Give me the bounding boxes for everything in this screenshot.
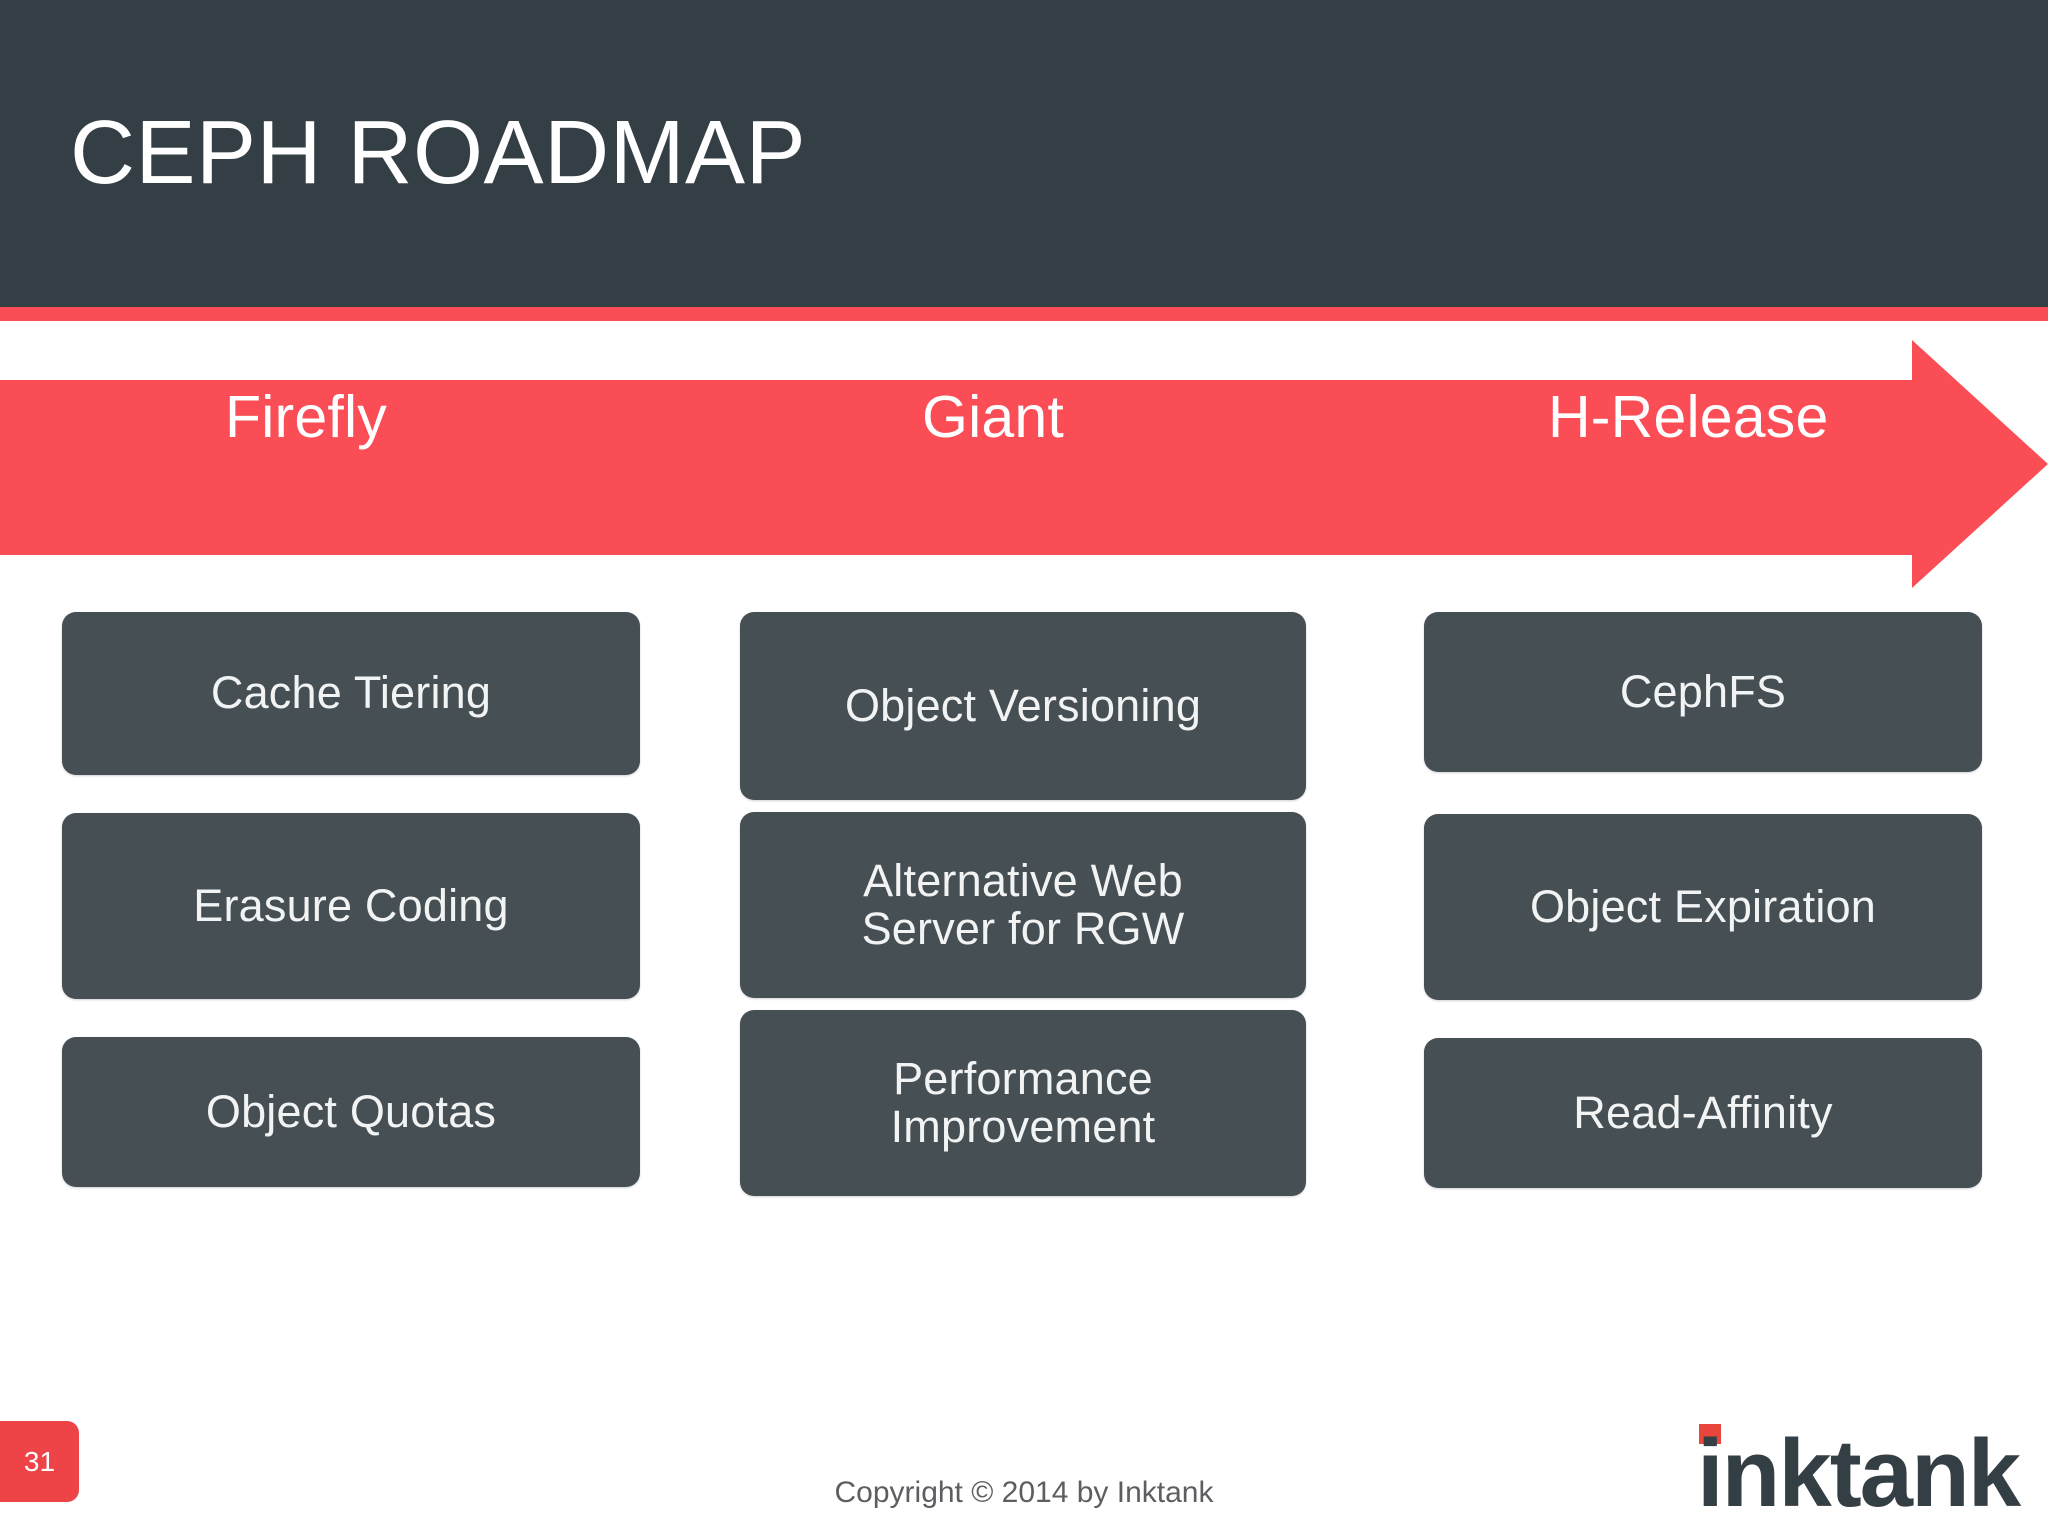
- feature-box: Erasure Coding: [62, 813, 640, 999]
- timeline-label-firefly: Firefly: [225, 384, 388, 450]
- feature-label: Object Quotas: [205, 1085, 497, 1137]
- svg-text:inktank: inktank: [1697, 1424, 2022, 1516]
- feature-label: CephFS: [1619, 665, 1787, 717]
- feature-box: Object Versioning: [740, 612, 1306, 800]
- inktank-logo: inktank: [1697, 1424, 2027, 1516]
- inktank-logo-icon: inktank: [1697, 1424, 2024, 1516]
- arrow-shape-icon: [0, 340, 2048, 588]
- timeline-label-h-release: H-Release: [1548, 384, 1829, 450]
- feature-box: Alternative Web Server for RGW: [740, 812, 1306, 998]
- feature-label: Read-Affinity: [1573, 1086, 1833, 1138]
- page-number-badge: 31: [0, 1421, 79, 1502]
- roadmap-timeline-arrow: Firefly Giant H-Release: [0, 340, 2048, 600]
- feature-label: Object Expiration: [1529, 880, 1877, 932]
- feature-label: Alternative Web Server for RGW: [861, 854, 1185, 954]
- feature-box: CephFS: [1424, 612, 1982, 772]
- page-number: 31: [23, 1445, 56, 1477]
- feature-column-giant: Object Versioning Alternative Web Server…: [740, 612, 1306, 1234]
- slide-header: CEPH ROADMAP: [0, 0, 2048, 307]
- header-accent-rule: [0, 307, 2048, 321]
- feature-box: Read-Affinity: [1424, 1038, 1982, 1188]
- feature-column-firefly: Cache Tiering Erasure Coding Object Quot…: [62, 612, 640, 1225]
- page-title: CEPH ROADMAP: [70, 103, 807, 203]
- timeline-label-row: Firefly Giant H-Release: [0, 340, 2048, 600]
- feature-label: Erasure Coding: [193, 879, 509, 931]
- feature-column-h-release: CephFS Object Expiration Read-Affinity: [1424, 612, 1982, 1226]
- feature-label: Object Versioning: [844, 679, 1202, 731]
- feature-box: Object Expiration: [1424, 814, 1982, 1000]
- copyright-text: Copyright © 2014 by Inktank: [834, 1476, 1214, 1509]
- feature-box: Cache Tiering: [62, 612, 640, 775]
- feature-label: Performance Improvement: [890, 1052, 1156, 1152]
- feature-label: Cache Tiering: [210, 667, 492, 719]
- feature-box: Object Quotas: [62, 1037, 640, 1187]
- timeline-label-giant: Giant: [922, 384, 1065, 450]
- feature-box: Performance Improvement: [740, 1010, 1306, 1196]
